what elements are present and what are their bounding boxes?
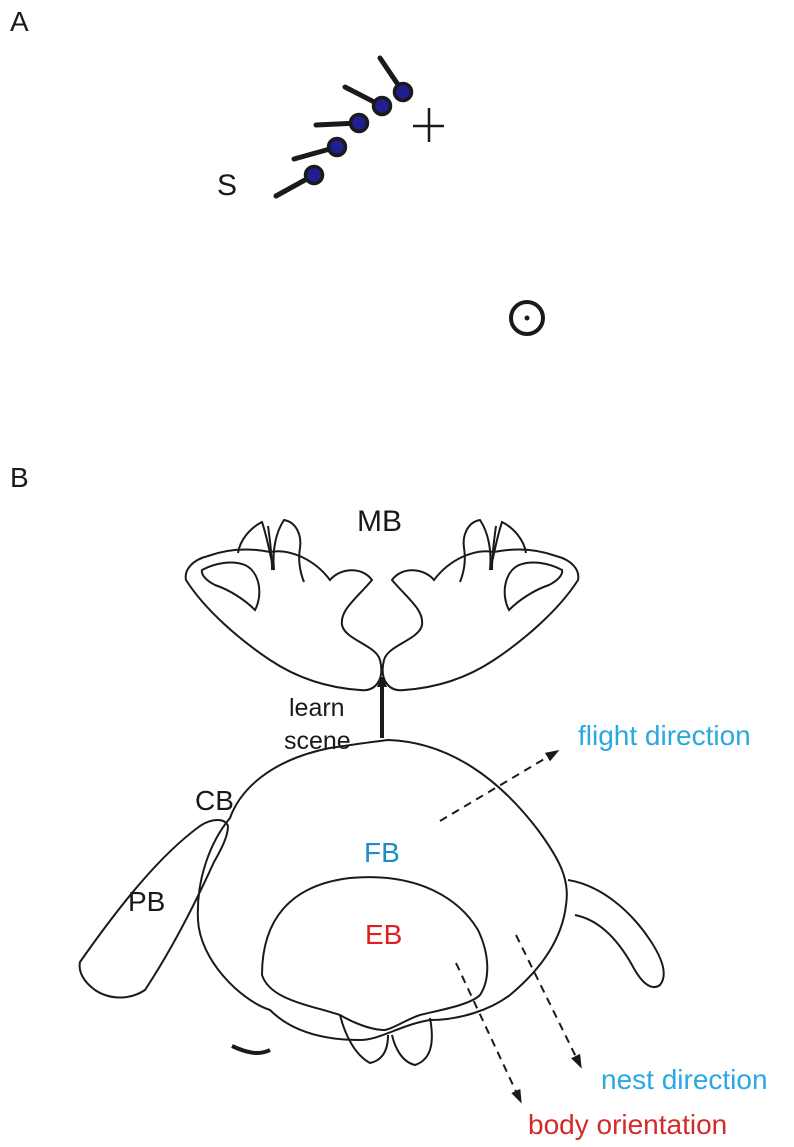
panel-a: A S xyxy=(10,6,543,334)
body-orientation-label: body orientation xyxy=(528,1109,727,1140)
panel-b-label: B xyxy=(10,462,29,493)
learn-label: learn xyxy=(289,694,345,722)
lateral-lobe-right xyxy=(568,880,664,987)
target-circle-icon xyxy=(511,302,543,334)
body-orientation-arrow xyxy=(456,963,520,1100)
panel-b: B MB learn scene PB CB xyxy=(10,462,768,1140)
scene-label: S xyxy=(217,169,237,202)
cb-label: CB xyxy=(195,785,234,816)
orientation-lollipop-5 xyxy=(380,58,412,101)
orientation-lollipop-1 xyxy=(276,167,323,197)
orientation-lollipop-2 xyxy=(294,139,346,160)
orientation-lollipop-3 xyxy=(316,115,368,132)
flight-direction-label: flight direction xyxy=(578,720,751,751)
orientation-lollipop-4 xyxy=(345,87,391,115)
mushroom-body-right xyxy=(383,520,579,690)
ellipsoid-body xyxy=(262,877,487,1030)
pb-label: PB xyxy=(128,886,165,917)
nest-direction-label: nest direction xyxy=(601,1064,768,1095)
nodule-edge xyxy=(232,1046,270,1053)
panel-a-label: A xyxy=(10,6,29,37)
central-body xyxy=(198,740,567,1040)
mushroom-body-left xyxy=(186,520,382,690)
eb-label: EB xyxy=(365,919,402,950)
nest-cross-icon xyxy=(413,108,444,142)
fb-label: FB xyxy=(364,837,400,868)
mb-label: MB xyxy=(357,505,402,538)
